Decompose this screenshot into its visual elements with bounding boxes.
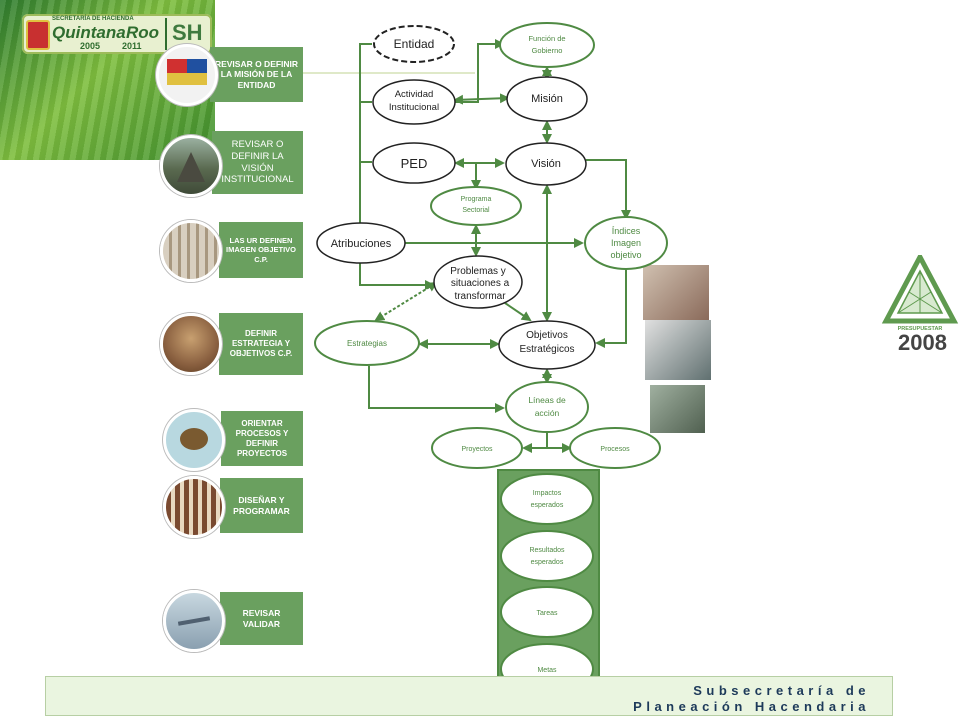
battle-painting-photo <box>160 313 222 375</box>
classroom-photo <box>643 265 709 320</box>
year-label: 2008 <box>898 330 947 355</box>
logo-roo-text: Roo <box>126 23 160 42</box>
label-metas: Metas <box>537 667 557 674</box>
label-indices-1: Índices <box>612 226 641 236</box>
pyramid-photo <box>160 135 222 197</box>
step-card-validar: REVISAR VALIDAR <box>220 592 303 645</box>
node-procesos <box>569 427 661 469</box>
flag-emblem-icon <box>156 44 218 106</box>
label-actividad-2: Institucional <box>389 102 439 113</box>
label-indices-3: objetivo <box>610 250 641 260</box>
logo-year-end: 2011 <box>122 41 142 51</box>
presupuestar-logo: PRESUPUESTAR <box>881 255 959 332</box>
footer-line-1: Subsecretaría de <box>693 683 870 698</box>
node-entidad <box>373 25 455 63</box>
parade-photo <box>163 476 225 538</box>
label-objetivos-2: Estratégicos <box>519 344 574 355</box>
label-ped: PED <box>401 156 428 171</box>
label-vision: Visión <box>531 158 561 170</box>
logo-sh-text: SH <box>172 20 203 45</box>
step-card-estrategia: DEFINIR ESTRATEGIA Y OBJETIVOS C.P. <box>219 313 303 375</box>
connector-estrategias-lineas <box>368 366 505 413</box>
step-card-imagen: LAS UR DEFINEN IMAGEN OBJETIVO C.P. <box>219 222 303 278</box>
step-card-procesos: ORIENTAR PROCESOS Y DEFINIR PROYECTOS <box>221 411 303 466</box>
node-funcion-gobierno <box>499 22 595 68</box>
node-actividad-institucional <box>372 79 456 125</box>
label-tareas: Tareas <box>536 610 558 617</box>
label-resultados-1: Resultados <box>529 547 565 554</box>
label-indices-2: Imagen <box>611 238 641 248</box>
label-impactos-1: Impactos <box>533 490 562 497</box>
logo-secretaria-text: SECRETARÍA DE HACIENDA <box>52 16 134 22</box>
node-impactos <box>500 473 594 525</box>
node-atribuciones <box>316 222 406 264</box>
node-indices-imagen <box>584 216 668 270</box>
turtle-photo <box>163 409 225 471</box>
logo-quintana-text: Quintana <box>52 23 126 42</box>
node-ped <box>372 142 456 184</box>
label-proyectos: Proyectos <box>461 446 493 453</box>
hospital-photo <box>645 320 711 380</box>
label-resultados-2: esperados <box>531 559 564 566</box>
footer-line-2: Planeación Hacendaria <box>633 699 870 714</box>
node-resultados <box>500 530 594 582</box>
logo-divider <box>165 18 167 50</box>
step-card-programar: DISEÑAR Y PROGRAMAR <box>220 478 303 533</box>
node-objetivos <box>498 320 596 370</box>
node-vision <box>505 142 587 186</box>
node-lineas-accion <box>505 381 589 433</box>
highway-photo <box>650 385 705 433</box>
shield-icon <box>26 20 50 50</box>
node-mision <box>506 76 588 122</box>
group-photo <box>160 220 222 282</box>
logo-year-start: 2005 <box>80 41 101 51</box>
label-lineas-2: acción <box>535 408 560 418</box>
step-card-mision: REVISAR O DEFINIR LA MISIÓN DE LA ENTIDA… <box>210 47 303 102</box>
label-programa-1: Programa <box>461 196 492 203</box>
label-atribuciones: Atribuciones <box>331 238 392 250</box>
label-problemas-2: situaciones a <box>451 278 510 289</box>
label-lineas-1: Líneas de <box>528 395 566 405</box>
label-problemas-1: Problemas y <box>450 266 506 277</box>
connector-indices-objetivos <box>595 270 627 348</box>
connector-problemas-objetivos <box>504 302 532 322</box>
node-programa-sectorial <box>430 186 522 226</box>
node-estrategias <box>314 320 420 366</box>
label-funcion-2: Gobierno <box>532 46 563 55</box>
label-estrategias: Estrategias <box>347 339 387 348</box>
node-proyectos <box>431 427 523 469</box>
label-funcion-1: Función de <box>528 34 565 43</box>
footer-bar <box>45 676 893 716</box>
connector-estrategias-problemas <box>374 281 438 322</box>
connector-actividad-funcion <box>455 39 505 103</box>
label-problemas-3: transformar <box>454 291 506 302</box>
connector-vision-indices <box>586 159 631 220</box>
label-entidad: Entidad <box>394 37 435 51</box>
label-programa-2: Sectorial <box>462 207 490 214</box>
aircraft-photo <box>163 590 225 652</box>
node-tareas <box>500 586 594 638</box>
node-problemas <box>433 255 523 309</box>
logo-caption: PRESUPUESTAR <box>898 326 943 332</box>
step-card-vision: REVISAR O DEFINIR LA VISIÓN INSTITUCIONA… <box>212 131 303 194</box>
label-procesos: Procesos <box>600 446 630 453</box>
footer-title: Subsecretaría de Planeación Hacendaria <box>633 683 870 715</box>
label-mision: Misión <box>531 93 563 105</box>
label-actividad-1: Actividad <box>395 89 434 100</box>
label-objetivos-1: Objetivos <box>526 330 568 341</box>
label-impactos-2: esperados <box>531 502 564 509</box>
connector-actividad-mision <box>453 93 510 105</box>
header-rule <box>215 72 475 74</box>
